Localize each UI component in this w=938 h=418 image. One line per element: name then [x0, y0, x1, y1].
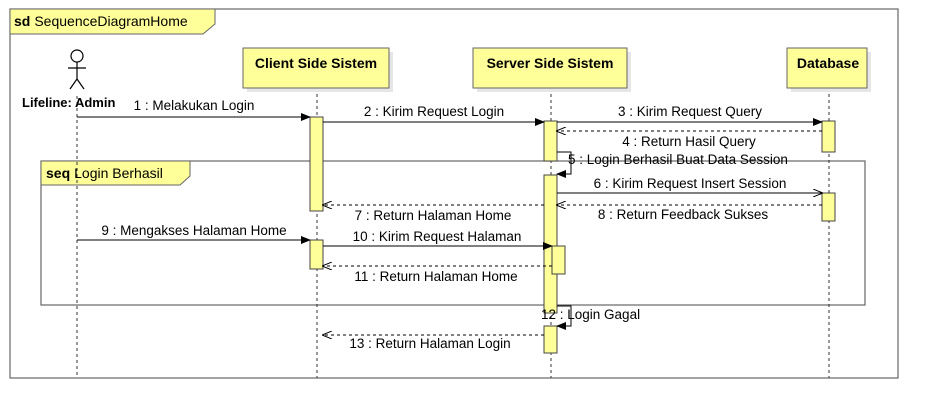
message-12-label: 12 : Login Gagal — [541, 307, 640, 322]
client-activation-1 — [309, 116, 324, 212]
sd-frame-tab — [9, 8, 216, 35]
server-box — [472, 47, 628, 89]
client-label: Client Side Sistem — [255, 55, 377, 71]
message-5-arrow — [556, 151, 572, 178]
message-12-arrow — [556, 305, 572, 330]
database-activation-2 — [821, 192, 836, 222]
message-7-label: 7 : Return Halaman Home — [355, 208, 512, 223]
message-5-label: 5 : Login Berhasil Buat Data Session — [568, 152, 788, 167]
message-9-label: 9 : Mengakses Halaman Home — [101, 223, 286, 238]
server-activation-1 — [543, 120, 558, 162]
seq-fragment-tab — [40, 160, 191, 186]
server-activation-2 — [543, 174, 558, 314]
message-1-label: 1 : Melakukan Login — [134, 98, 255, 113]
message-13-label: 13 : Return Halaman Login — [349, 336, 510, 351]
server-label: Server Side Sistem — [487, 55, 614, 71]
message-4-label: 4 : Return Hasil Query — [622, 134, 756, 149]
message-6-label: 6 : Kirim Request Insert Session — [594, 176, 787, 191]
database-box — [786, 47, 868, 89]
seq-fragment — [40, 160, 866, 306]
message-10-label: 10 : Kirim Request Halaman — [353, 229, 522, 244]
database-activation-1 — [821, 120, 836, 153]
actor-icon — [68, 49, 86, 90]
message-2-label: 2 : Kirim Request Login — [364, 104, 504, 119]
message-3-label: 3 : Kirim Request Query — [618, 104, 762, 119]
sd-frame — [9, 8, 899, 379]
server-activation-3 — [543, 325, 558, 354]
message-11-label: 11 : Return Halaman Home — [354, 269, 517, 284]
message-8-label: 8 : Return Feedback Sukses — [598, 207, 769, 222]
client-activation-2 — [309, 239, 324, 270]
actor-label: Lifeline: Admin — [22, 95, 115, 110]
client-box — [242, 47, 390, 89]
server-activation-nested — [551, 245, 566, 275]
database-label: Database — [797, 55, 859, 71]
